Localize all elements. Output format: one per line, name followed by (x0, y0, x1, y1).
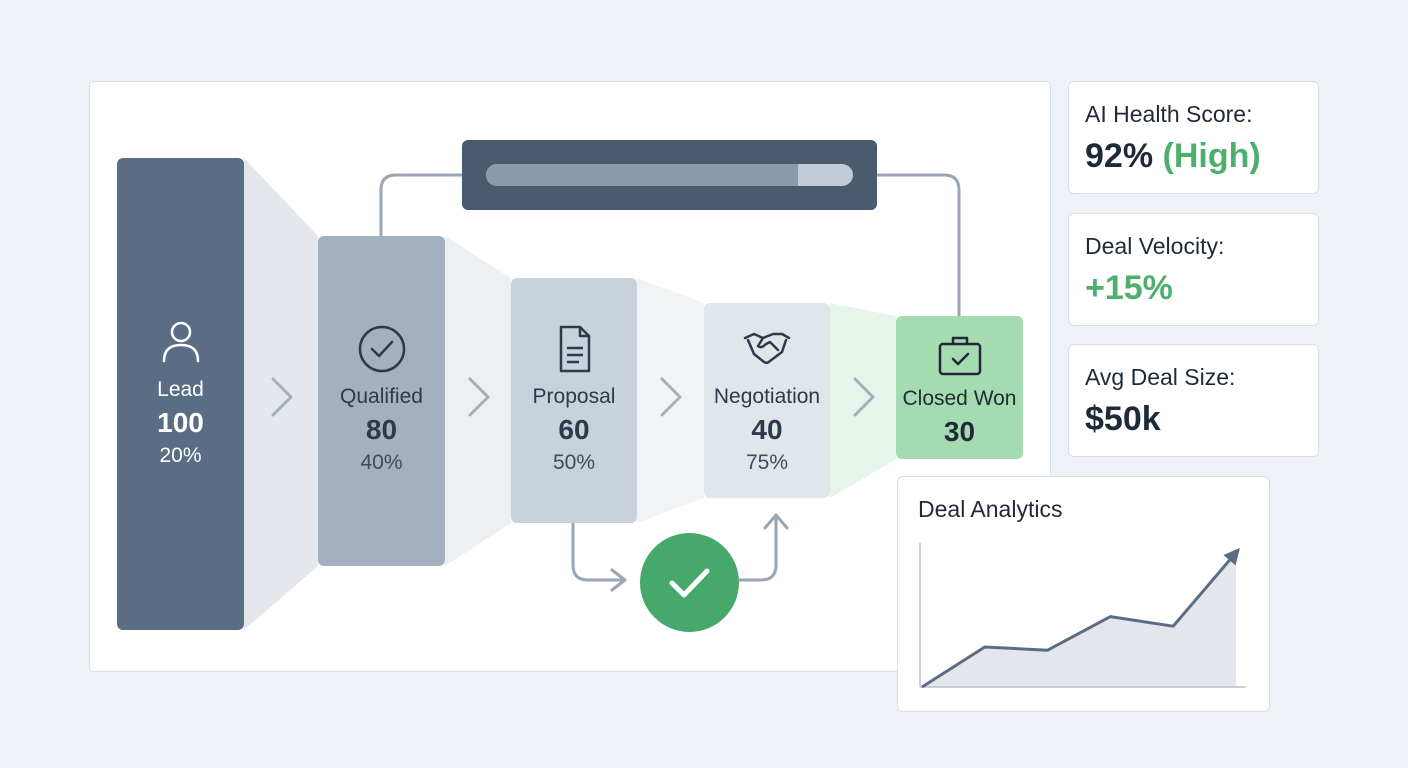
briefcase-check-icon (935, 330, 985, 380)
avg-deal-size-value: $50k (1085, 400, 1161, 438)
connector-bottom-in (571, 523, 624, 582)
health-score-value: 92% (1085, 137, 1154, 175)
stage-percent: 20% (159, 444, 202, 467)
connector-bottom-out (739, 517, 778, 582)
chevron-right-icon (464, 375, 494, 419)
stage-label: Qualified (340, 385, 423, 408)
stage-closed-won[interactable]: Closed Won 30 (896, 316, 1023, 459)
funnel-segment-qualified (445, 236, 511, 566)
chevron-right-icon (656, 375, 686, 419)
chevron-right-icon (849, 375, 879, 419)
checkmark-icon (640, 533, 739, 632)
stage-percent: 50% (552, 450, 596, 474)
stage-count: 80 (365, 414, 398, 445)
user-icon (156, 317, 206, 367)
connector-top-right (877, 173, 961, 316)
stage-negotiation[interactable]: Negotiation 40 75% (704, 303, 830, 498)
chart-area-fill (922, 552, 1236, 687)
stage-count: 100 (157, 407, 204, 438)
stage-percent: 40% (360, 451, 403, 474)
stage-lead[interactable]: Lead 100 20% (117, 158, 244, 630)
kpi-label: Deal Velocity: (1085, 233, 1225, 259)
stage-label: Closed Won (902, 387, 1017, 410)
kpi-label: AI Health Score: (1085, 101, 1253, 127)
deal-analytics-title: Deal Analytics (918, 496, 1063, 522)
health-score-qualifier: (High) (1162, 137, 1261, 175)
deal-velocity-value: +15% (1085, 269, 1173, 307)
kpi-card-avg-deal-size: Avg Deal Size: $50k (1068, 344, 1319, 457)
funnel-segment-proposal (637, 278, 704, 523)
progress-fill (486, 164, 798, 186)
check-circle-icon (357, 324, 407, 374)
deal-analytics-chart (919, 543, 1246, 689)
deal-analytics-card: Deal Analytics (897, 476, 1270, 712)
pipeline-progress-bar (462, 140, 877, 210)
kpi-card-health-score: AI Health Score: 92% (High) (1068, 81, 1319, 194)
kpi-value: 92% (High) (1085, 134, 1302, 178)
handshake-icon (742, 324, 792, 374)
stage-count: 30 (943, 416, 976, 447)
stage-label: Lead (157, 378, 204, 401)
stage-percent: 75% (745, 450, 789, 474)
progress-track (486, 164, 853, 186)
arrowhead-right (610, 568, 627, 592)
stage-label: Proposal (532, 384, 616, 408)
funnel-segment-lead (244, 158, 318, 630)
kpi-value: +15% (1085, 266, 1302, 310)
stage-count: 60 (558, 413, 590, 445)
stage-qualified[interactable]: Qualified 80 40% (318, 236, 445, 566)
kpi-label: Avg Deal Size: (1085, 364, 1236, 390)
stage-label: Negotiation (713, 384, 821, 408)
chart-trend-arrowhead (1223, 548, 1240, 566)
stage-count: 40 (751, 413, 783, 445)
chevron-right-icon (267, 375, 297, 419)
kpi-value: $50k (1085, 397, 1302, 441)
arrowhead-up (763, 513, 789, 530)
kpi-card-deal-velocity: Deal Velocity: +15% (1068, 213, 1319, 326)
funnel-segment-negotiation (830, 303, 896, 498)
connector-top-left (379, 173, 462, 236)
document-icon (549, 324, 599, 374)
chart-series-line (921, 551, 1238, 689)
stage-proposal[interactable]: Proposal 60 50% (511, 278, 637, 523)
